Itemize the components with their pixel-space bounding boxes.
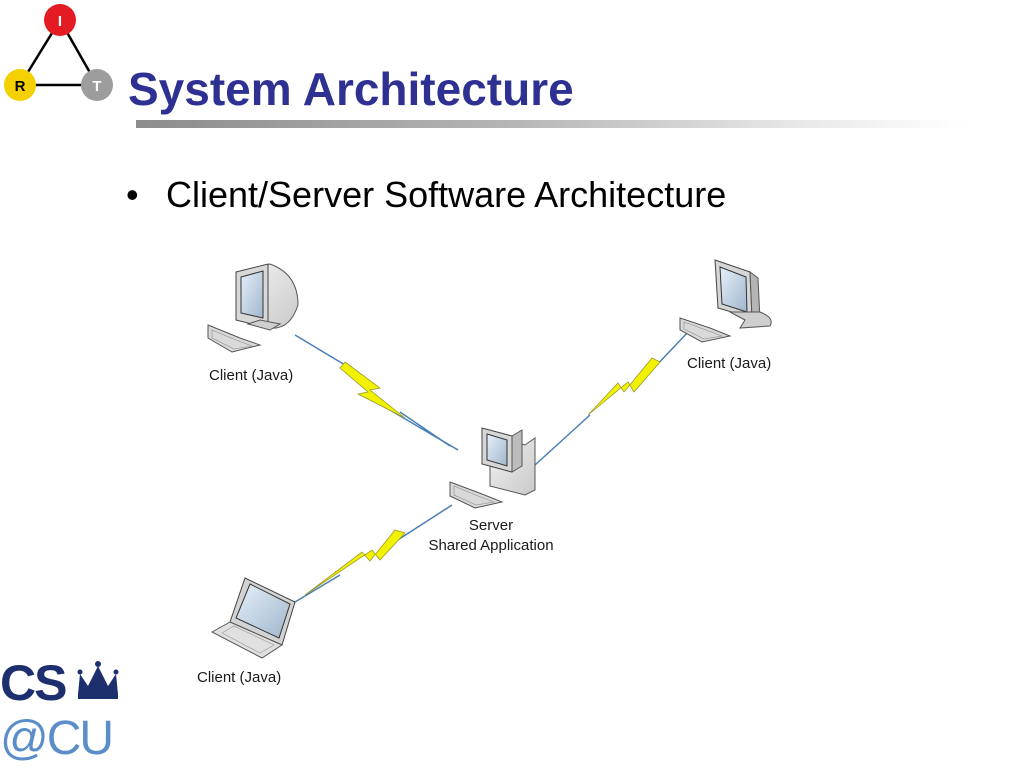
lightning-bolt — [587, 357, 661, 416]
logo-cs-text: CS — [0, 655, 66, 711]
bullet-dot: • — [126, 174, 139, 215]
logo-cu-text: @CU — [0, 712, 112, 762]
architecture-diagram: Client (Java) Client (Java) Server Share… — [190, 250, 810, 700]
lightning-bolt — [339, 361, 406, 419]
logo-i-circle — [44, 4, 76, 36]
cs-at-cu-logo: CS @CU — [0, 655, 119, 762]
logo-t-letter: T — [92, 78, 101, 95]
slide-title: System Architecture — [128, 63, 574, 115]
logo-t-circle — [81, 69, 113, 101]
server-label-line2: Shared Application — [428, 537, 554, 554]
bullet-item: • Client/Server Software Architecture — [126, 174, 726, 216]
flat-monitor-icon — [679, 259, 772, 343]
title-divider — [136, 120, 966, 128]
crown-icon — [77, 661, 119, 699]
client-top-right-label: Client (Java) — [687, 355, 772, 372]
desktop-computer-icon — [207, 263, 299, 353]
server-computer-icon — [449, 427, 536, 509]
server-label: Server Shared Application — [416, 516, 566, 556]
logo-i-letter: I — [58, 13, 62, 30]
diagram-canvas — [207, 259, 772, 659]
client-top-left-label: Client (Java) — [209, 367, 294, 384]
logo-r-circle — [4, 69, 36, 101]
lightning-bolt — [304, 529, 406, 596]
rit-logo: I R T — [4, 4, 113, 101]
bullet-text: Client/Server Software Architecture — [166, 174, 727, 215]
server-label-line1: Server — [468, 517, 514, 534]
client-bottom-label: Client (Java) — [197, 669, 282, 686]
laptop-icon — [210, 577, 296, 659]
link-client-bottom-server — [294, 504, 453, 603]
logo-r-letter: R — [15, 78, 26, 95]
link-client-top-right-server — [534, 329, 691, 466]
link-client-top-left-server — [294, 334, 459, 451]
